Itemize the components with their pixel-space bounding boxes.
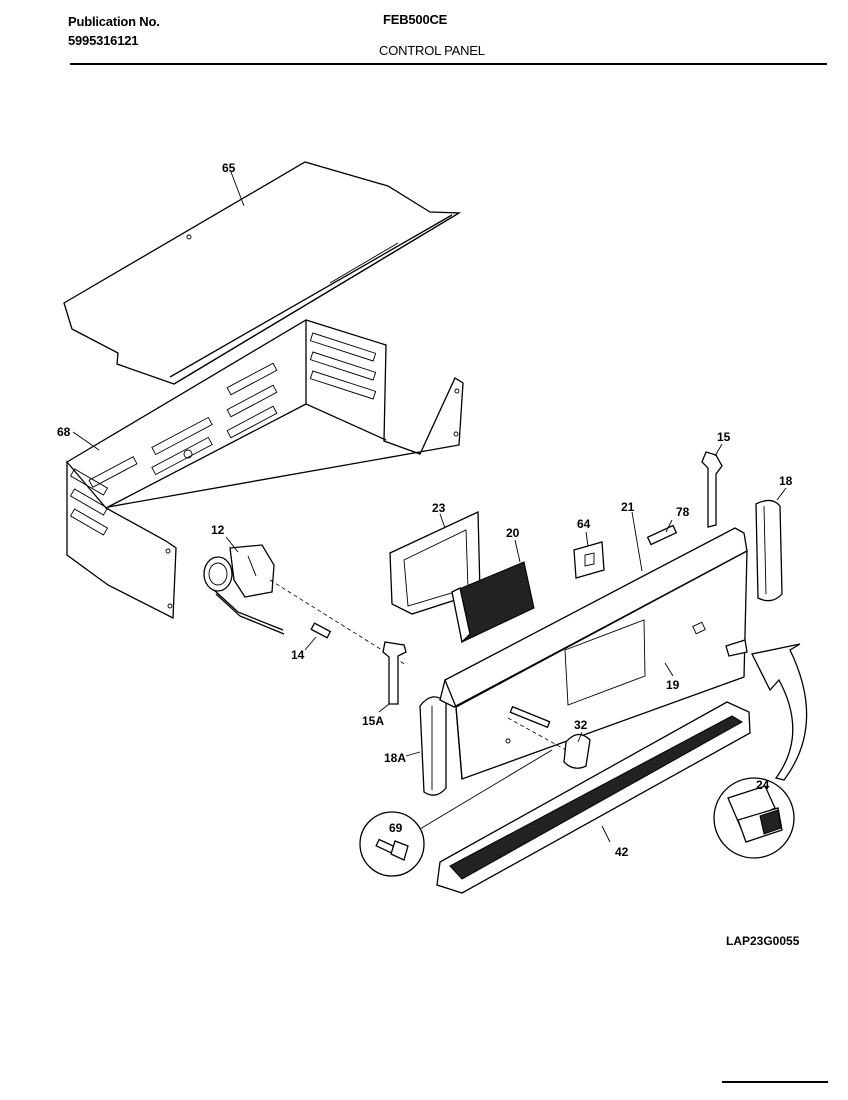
part-19-control-panel xyxy=(439,511,748,780)
part-42-trim-strip xyxy=(436,701,751,894)
detail-69-screw xyxy=(359,749,553,877)
callout-42: 42 xyxy=(615,845,629,859)
callout-78: 78 xyxy=(676,505,690,519)
callout-21: 21 xyxy=(621,500,635,514)
drawing-code: LAP23G0055 xyxy=(726,934,800,948)
part-12-thermostat xyxy=(203,536,407,666)
part-68-lower-housing xyxy=(66,319,464,620)
part-65-top-cover xyxy=(63,161,462,385)
part-20-grille xyxy=(451,539,535,644)
callout-15a: 15A xyxy=(362,714,384,728)
callout-19: 19 xyxy=(666,678,680,692)
callout-65: 65 xyxy=(222,161,236,175)
callout-18a: 18A xyxy=(384,751,406,765)
callout-12: 12 xyxy=(211,523,225,537)
header-rule xyxy=(70,63,827,65)
part-15-right-bracket xyxy=(701,443,723,528)
part-18a-left-endcap xyxy=(405,696,447,796)
publication-number: 5995316121 xyxy=(68,33,139,48)
part-64-label xyxy=(573,531,605,579)
publication-label: Publication No. xyxy=(68,14,160,29)
footer-rule xyxy=(722,1081,828,1083)
callout-69: 69 xyxy=(389,821,403,835)
callout-24: 24 xyxy=(756,778,770,792)
callout-20: 20 xyxy=(506,526,520,540)
callout-23: 23 xyxy=(432,501,446,515)
part-18-right-endcap xyxy=(755,487,787,602)
part-15a-left-bracket xyxy=(378,641,407,713)
section-title: CONTROL PANEL xyxy=(379,43,485,58)
callout-15: 15 xyxy=(717,430,731,444)
callout-68: 68 xyxy=(57,425,71,439)
callout-14: 14 xyxy=(291,648,305,662)
callout-18: 18 xyxy=(779,474,793,488)
model-number: FEB500CE xyxy=(383,12,448,27)
part-32-knob xyxy=(507,705,591,769)
callout-32: 32 xyxy=(574,718,588,732)
detail-24-rocker-switch xyxy=(713,643,808,859)
part-78-indicator xyxy=(646,519,678,546)
part-14-clip xyxy=(304,622,332,651)
callout-64: 64 xyxy=(577,517,591,531)
